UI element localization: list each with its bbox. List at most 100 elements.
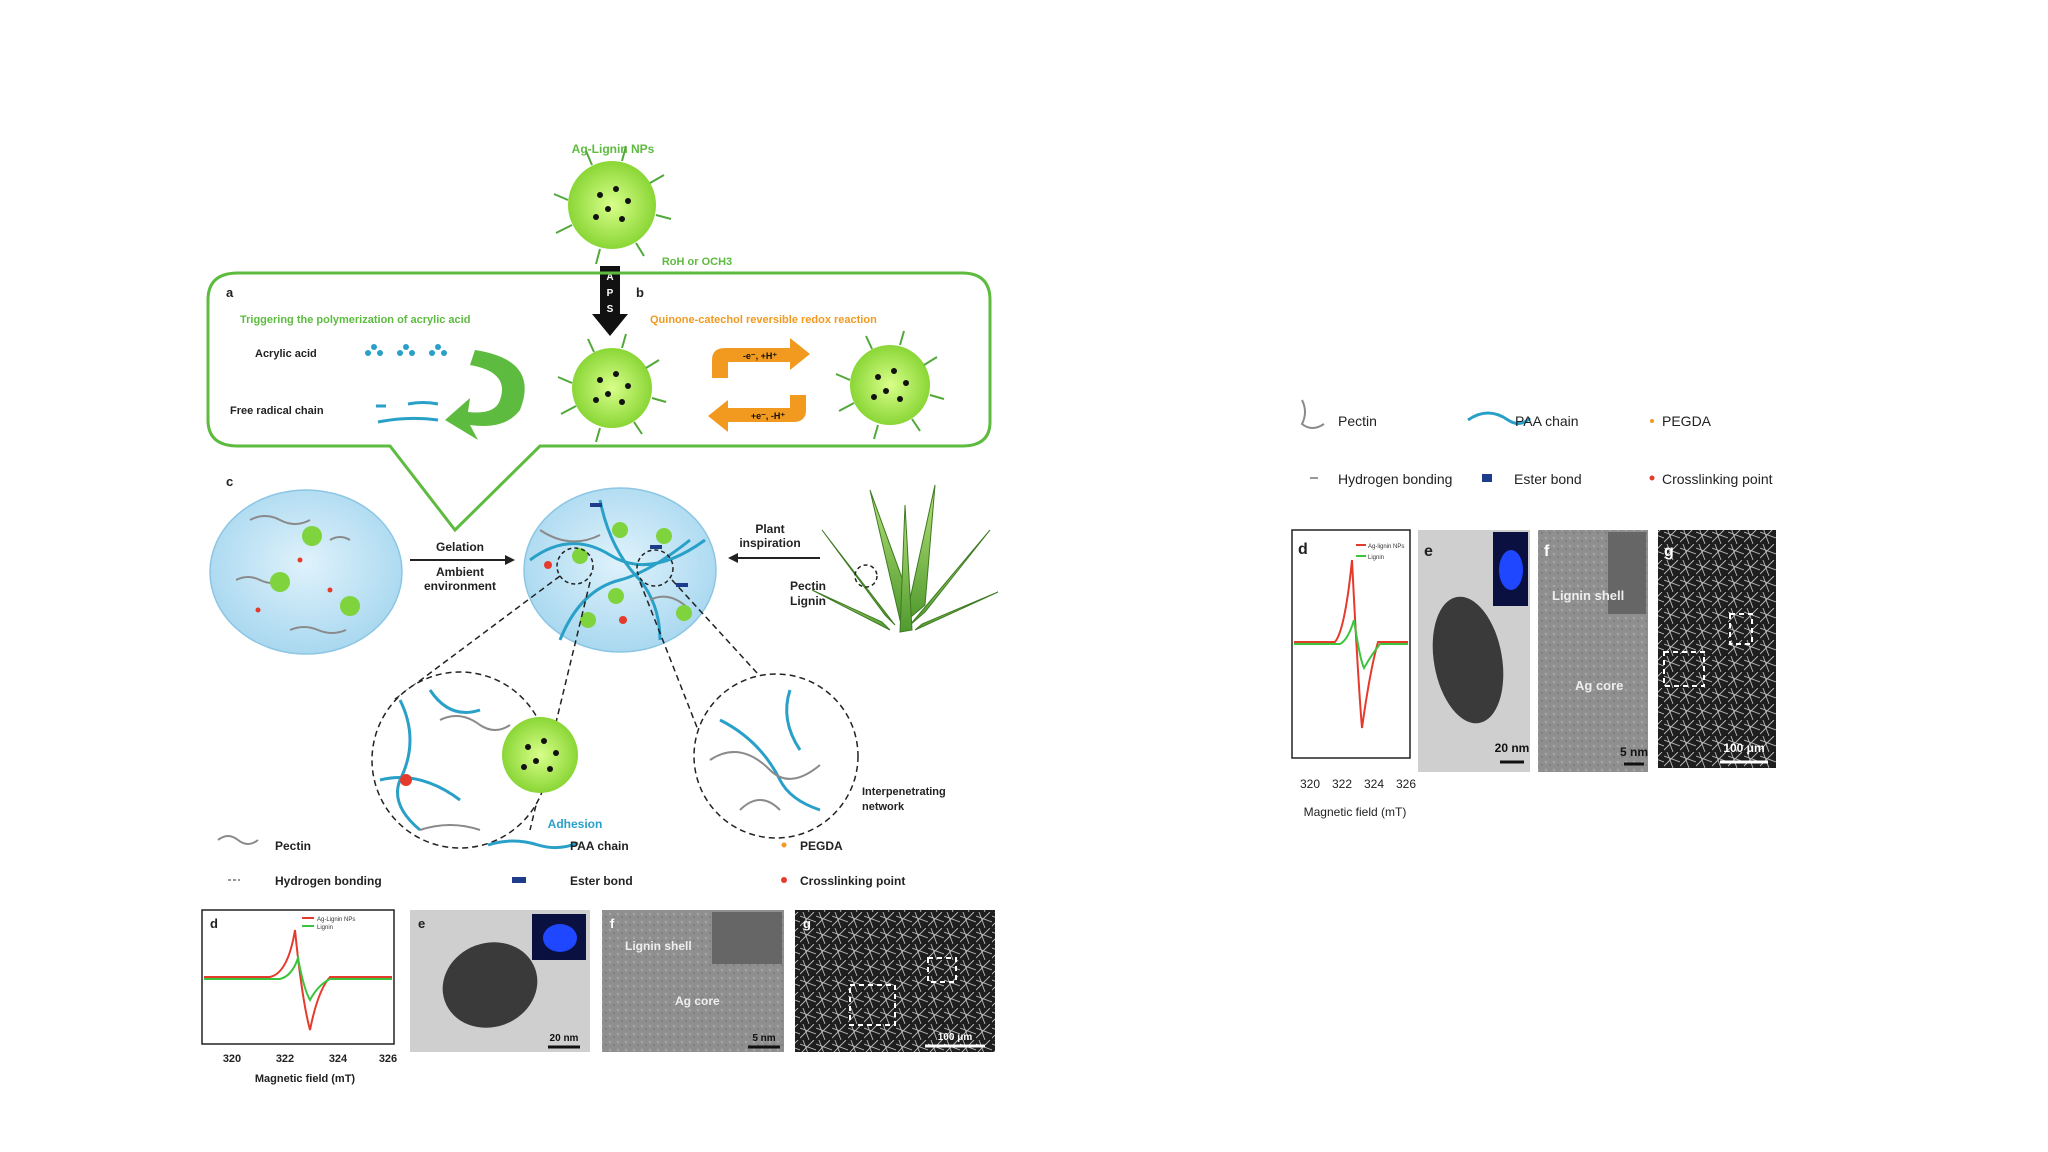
legend-hydrogen-bonding: Hydrogen bonding [275,874,382,888]
panel-b-title: Quinone-catechol reversible redox reacti… [650,314,877,326]
redox-arrows: -e⁻, +H⁺ +e⁻, -H⁺ [708,338,810,432]
network-label: network [862,801,905,813]
right-x-axis-label: Magnetic field (mT) [1304,805,1407,819]
panel-f-core-label: Ag core [675,994,720,1008]
right-panel-g-scale: 100 μm [1723,741,1764,755]
x-axis-label: Magnetic field (mT) [255,1073,356,1085]
acrylic-acid-molecules [365,344,447,356]
right-legend-crosslinking-point: Crosslinking point [1662,471,1773,487]
panel-g-sem: g 100 μm [795,910,995,1052]
right-figure: Pectin PAA chain PEGDA Hydrogen bonding … [1291,399,1776,819]
right-ester-bond-legend-icon [1482,474,1492,482]
right-legend-ester-bond: Ester bond [1514,471,1582,487]
hydrogel-bubble [523,487,717,653]
pectin-plant-label: Pectin [790,579,826,593]
gelation-arrow: Gelation Ambient environment [410,540,515,593]
paa-chain-legend-icon [487,839,579,850]
epr-lignin-curve [204,954,392,1003]
right-panel-d-legend-2: Lignin [1368,555,1384,561]
panel-e-tem: e 20 nm [410,910,590,1052]
nanoparticle-right [835,330,945,440]
lignin-plant-label: Lignin [790,594,826,608]
right-legend-paa-chain: PAA chain [1515,413,1579,429]
panel-f-label: f [610,916,615,931]
inspiration-label: inspiration [739,536,800,550]
right-paa-chain-legend-icon [1467,411,1532,425]
right-panel-g-sem: g 100 μm [1658,530,1776,768]
panel-a-title: Triggering the polymerization of acrylic… [240,314,470,326]
right-panel-g-label: g [1664,543,1674,560]
legend-pectin: Pectin [275,839,311,853]
gelation-label: Gelation [436,540,484,554]
tick-322: 322 [276,1053,294,1065]
green-callout-frame [206,271,992,533]
right-epr-ag-lignin-curve [1294,559,1408,729]
precursor-bubble [209,489,403,655]
aps-letter-p: P [607,288,614,299]
panel-e-label: e [418,916,425,931]
zoom-interpenetrating: Interpenetrating network [693,673,946,839]
right-panel-e-tem: e 20 nm [1418,530,1530,772]
free-radical-label: Free radical chain [230,405,324,417]
right-legend-pegda: PEGDA [1662,413,1712,429]
panel-d-legend-1: Ag-Lignin NPs [317,917,355,923]
pectin-legend-icon [217,835,259,845]
panel-d-legend-2: Lignin [317,925,333,931]
interpenetrating-label: Interpenetrating [862,786,946,798]
right-panel-e-scale: 20 nm [1495,741,1530,755]
environment-label: environment [424,579,496,593]
right-pectin-legend-icon [1300,399,1325,429]
plant-label: Plant [755,522,784,536]
right-tick-322: 322 [1332,777,1352,791]
right-crosslink-legend-icon [1649,475,1655,481]
panel-c-label: c [226,474,233,489]
panel-g-label: g [803,916,811,931]
right-panel-f-label: f [1544,543,1550,560]
plant-inspiration-arrow: Plant inspiration Pectin Lignin [728,522,826,608]
aps-letter-s: S [607,304,614,315]
right-panel-f-shell-label: Lignin shell [1552,588,1624,603]
aps-arrow: A P S [592,266,628,336]
right-panel-e-label: e [1424,543,1433,560]
right-panel-f-core-label: Ag core [1575,678,1623,693]
panel-g-scale: 100 μm [938,1032,973,1043]
reagent-label: RoH or OCH3 [662,256,732,268]
right-panel-d-label: d [1298,541,1308,558]
nanoparticle-center [557,333,667,443]
main-figure: Ag-Lignin NPs RoH or OCH3 A P S a Trigge… [201,142,999,1085]
right-panel-f-hrtem: f Lignin shell Ag core 5 nm [1538,530,1648,772]
right-panel-d-epr: d Ag-lignin NPs Lignin 320 322 324 326 M… [1291,529,1416,819]
right-legend-pectin: Pectin [1338,413,1377,429]
ester-bond-legend-icon [512,877,526,883]
nanoparticle-top [553,145,672,265]
right-legend-hydrogen-bonding: Hydrogen bonding [1338,471,1452,487]
main-legend: Pectin PAA chain PEGDA Hydrogen bonding … [217,835,905,888]
right-panel-f-scale: 5 nm [1620,745,1648,759]
redox-bottom-label: +e⁻, -H⁺ [751,411,786,421]
panel-e-scale: 20 nm [550,1033,579,1044]
panel-d-epr: d Ag-Lignin NPs Lignin 320 322 324 326 M… [201,909,397,1085]
aloe-plant [811,484,999,633]
panel-f-shell-label: Lignin shell [625,939,692,953]
crosslink-legend-icon [781,877,787,883]
pegda-legend-icon [781,842,787,848]
tick-326: 326 [379,1053,397,1065]
adhesion-label: Adhesion [548,817,603,831]
right-tick-326: 326 [1396,777,1416,791]
panel-a-label: a [226,285,234,300]
legend-crosslinking-point: Crosslinking point [800,874,905,888]
legend-pegda: PEGDA [800,839,843,853]
tick-320: 320 [223,1053,241,1065]
aps-letter-a: A [606,272,613,283]
curved-green-arrow [445,350,525,440]
right-tick-324: 324 [1364,777,1384,791]
panel-d-label: d [210,916,218,931]
ambient-label: Ambient [436,565,484,579]
right-panel-d-legend-1: Ag-lignin NPs [1368,544,1404,550]
zoom-adhesion: Adhesion [371,671,603,849]
redox-top-label: -e⁻, +H⁺ [743,351,778,361]
free-radical-chains [376,401,439,424]
legend-paa-chain: PAA chain [570,839,629,853]
tick-324: 324 [329,1053,348,1065]
